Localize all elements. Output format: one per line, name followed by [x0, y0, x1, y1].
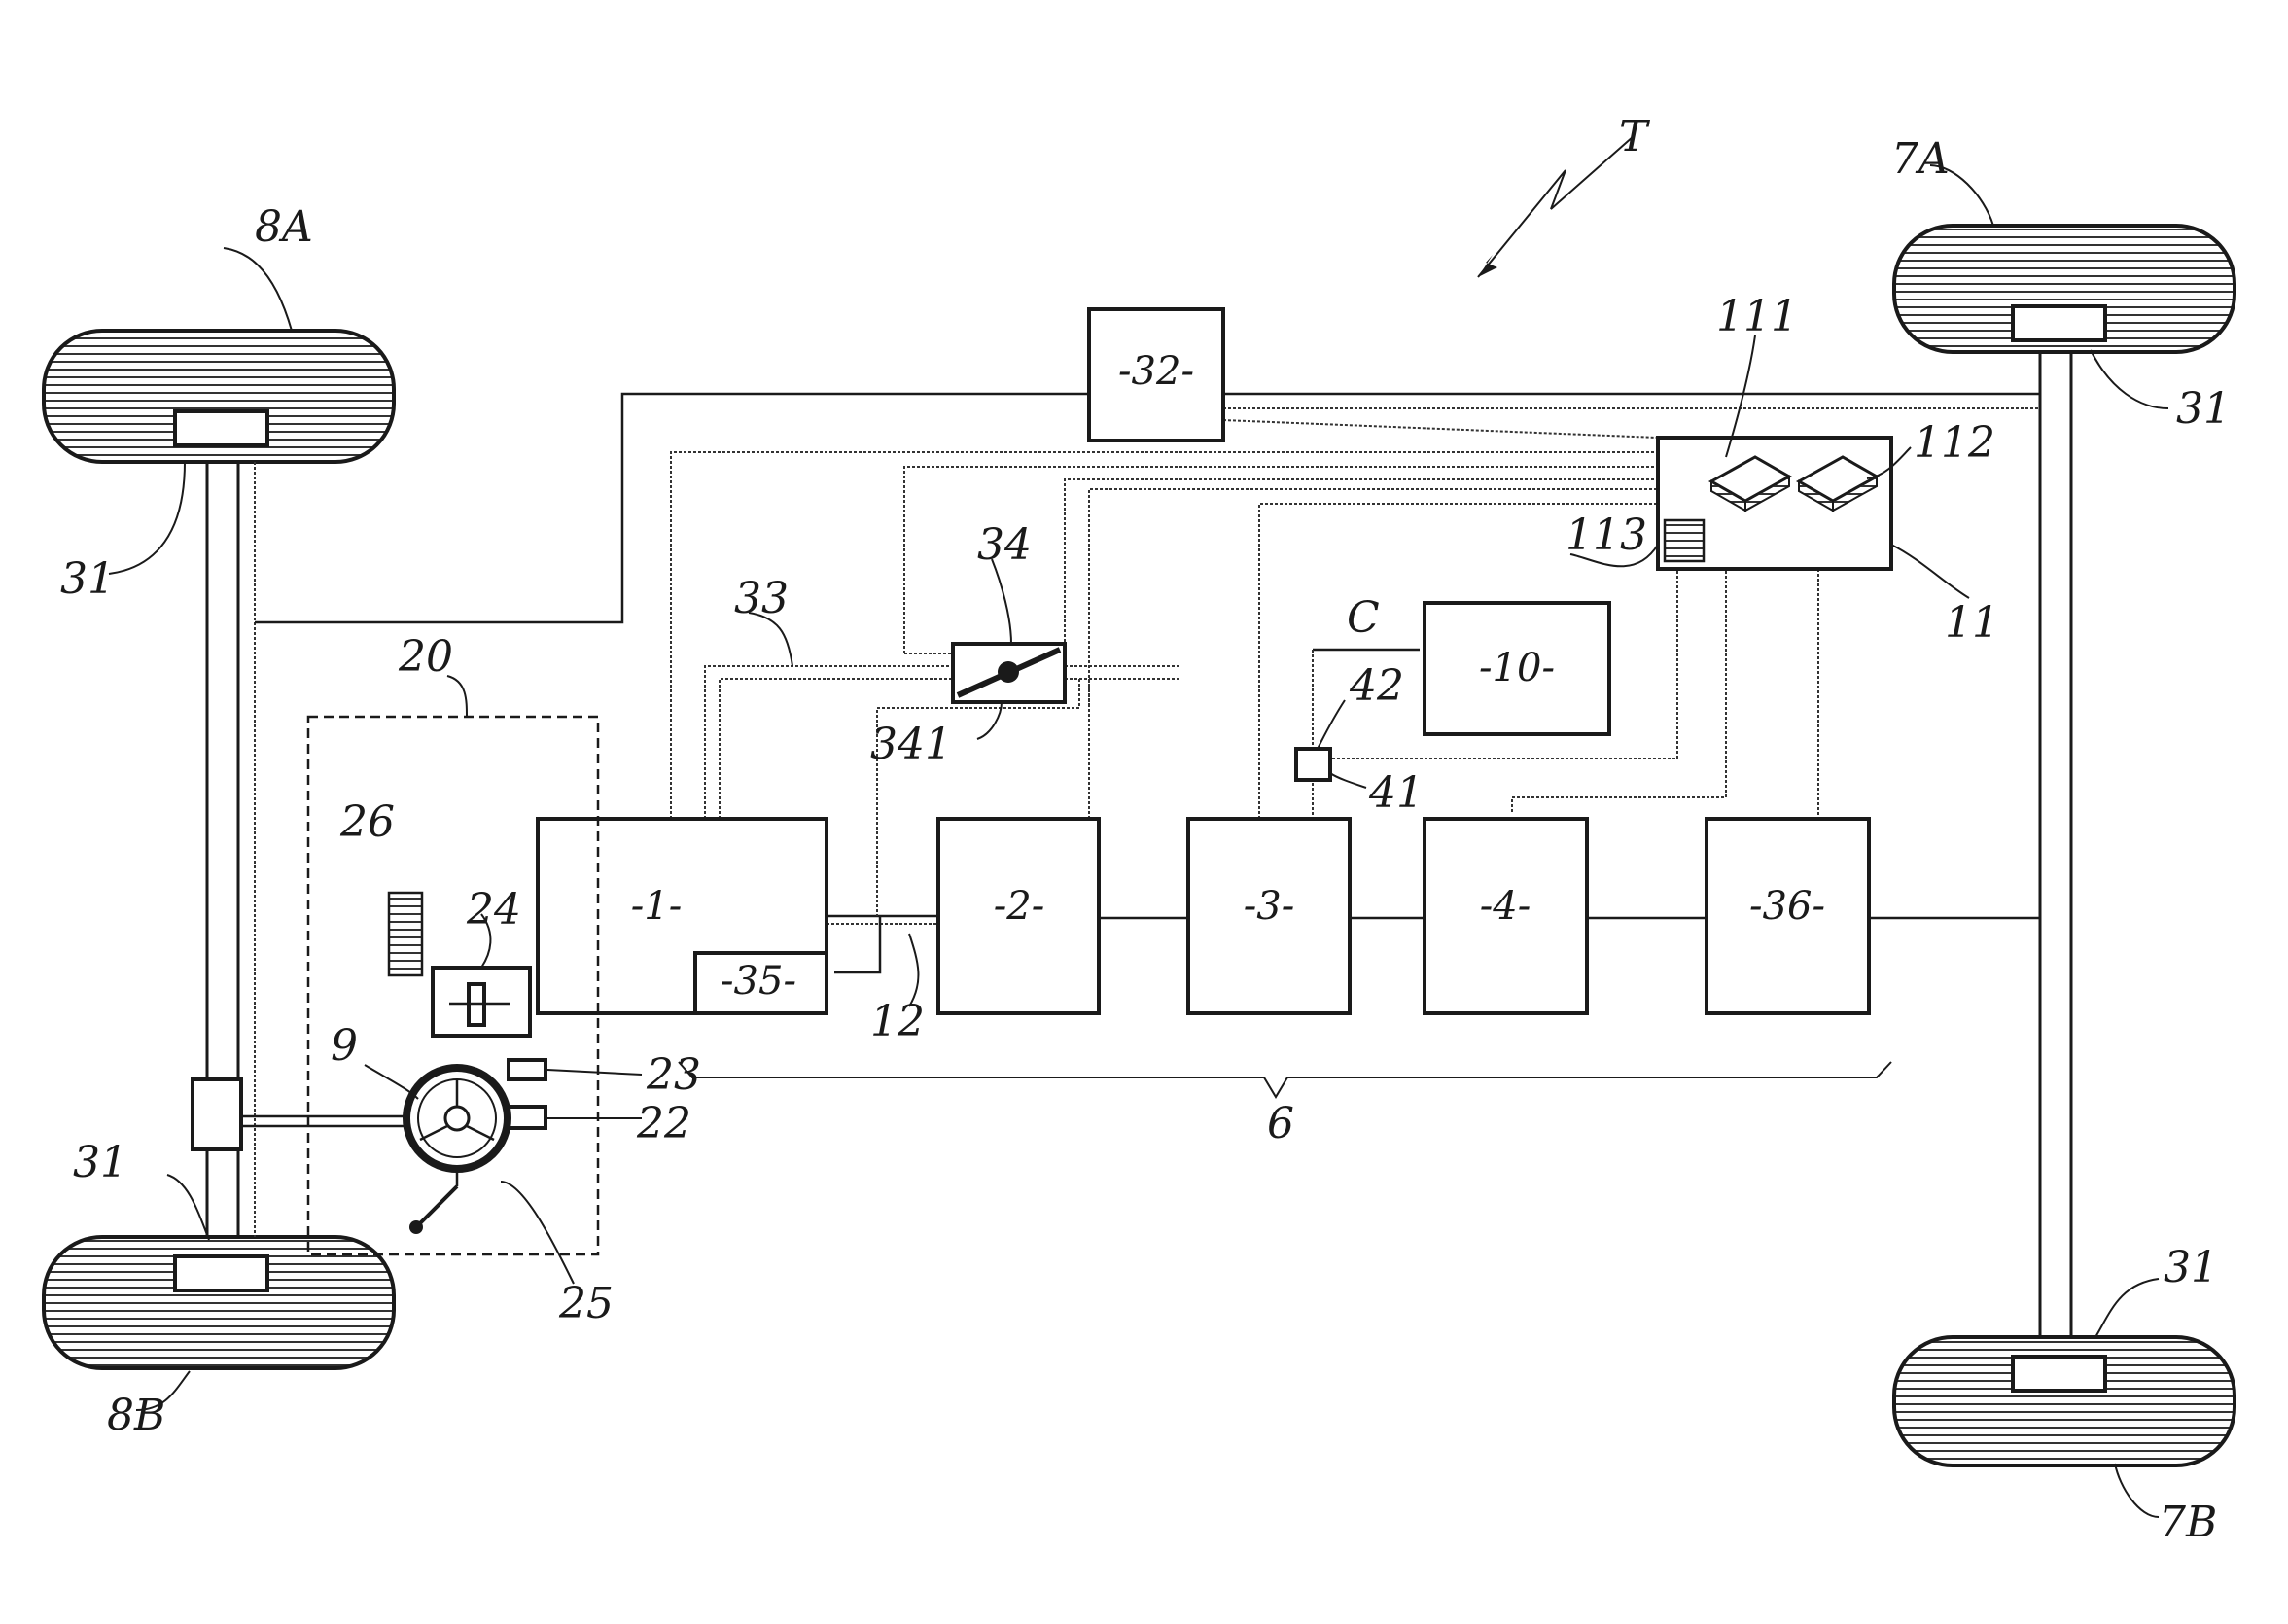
- label-112: 112: [1914, 418, 1995, 468]
- label-7B: 7B: [2159, 1498, 2217, 1547]
- unit-35-label: -35-: [721, 959, 796, 1004]
- label-25: 25: [558, 1279, 614, 1328]
- sensor-22: [509, 1107, 546, 1128]
- label-7A: 7A: [1891, 134, 1950, 184]
- label-341: 341: [870, 720, 952, 769]
- label-31-rear-top: 31: [2176, 384, 2231, 434]
- engine-label: -1-: [631, 884, 682, 929]
- unit-2-box: -2-: [938, 819, 1099, 1013]
- label-113: 113: [1566, 511, 1647, 560]
- label-26: 26: [339, 797, 395, 847]
- label-31-front-top: 31: [60, 554, 115, 604]
- selector-24: [433, 968, 530, 1036]
- label-C: C: [1347, 593, 1380, 643]
- wheel-7A: [1894, 226, 2235, 352]
- label-33: 33: [734, 574, 789, 623]
- unit-10-box: -10-: [1425, 603, 1609, 734]
- label-12: 12: [870, 997, 925, 1046]
- unit-32-label: -32-: [1118, 349, 1194, 394]
- label-24: 24: [466, 885, 521, 935]
- bracket-6: [679, 1062, 1891, 1097]
- unit-32-box: -32-: [1089, 309, 1223, 441]
- wheel-8B: [44, 1237, 394, 1368]
- label-34: 34: [977, 520, 1032, 570]
- unit-4-label: -4-: [1480, 884, 1531, 929]
- unit-10-label: -10-: [1479, 646, 1555, 690]
- label-9: 9: [331, 1021, 358, 1071]
- label-8A: 8A: [255, 202, 313, 252]
- pedal-26: [389, 893, 422, 975]
- unit-3-box: -3-: [1188, 819, 1350, 1013]
- arrow-T: [1478, 136, 1634, 277]
- label-20: 20: [398, 632, 453, 682]
- wheel-8A: [44, 331, 394, 462]
- label-8B: 8B: [107, 1391, 165, 1440]
- sensor-23: [509, 1060, 546, 1079]
- throttle-valve-34: [904, 644, 1065, 702]
- label-6: 6: [1267, 1099, 1294, 1148]
- label-T: T: [1619, 112, 1651, 161]
- label-22: 22: [636, 1099, 691, 1148]
- control-unit-11: [1658, 438, 1891, 569]
- lever-25: [409, 1186, 457, 1234]
- unit-4-box: -4-: [1425, 819, 1587, 1013]
- unit-3-label: -3-: [1244, 884, 1294, 929]
- steering-wheel-9: [241, 1068, 508, 1186]
- label-31-front-bottom: 31: [73, 1138, 127, 1187]
- label-41: 41: [1368, 768, 1424, 818]
- sensor-41: [1296, 749, 1330, 780]
- label-31-rear-bottom: 31: [2164, 1243, 2218, 1292]
- engine-box: -1- -35-: [538, 819, 827, 1013]
- unit-2-label: -2-: [994, 884, 1044, 929]
- unit-36-label: -36-: [1749, 884, 1825, 929]
- label-23: 23: [646, 1050, 701, 1100]
- label-42: 42: [1349, 661, 1404, 711]
- label-111: 111: [1716, 292, 1798, 341]
- unit-36-box: -36-: [1707, 819, 1869, 1013]
- front-axle: [193, 462, 255, 1237]
- rear-axle: [2040, 352, 2071, 1337]
- label-11: 11: [1945, 598, 1999, 648]
- wheel-7B: [1894, 1337, 2235, 1465]
